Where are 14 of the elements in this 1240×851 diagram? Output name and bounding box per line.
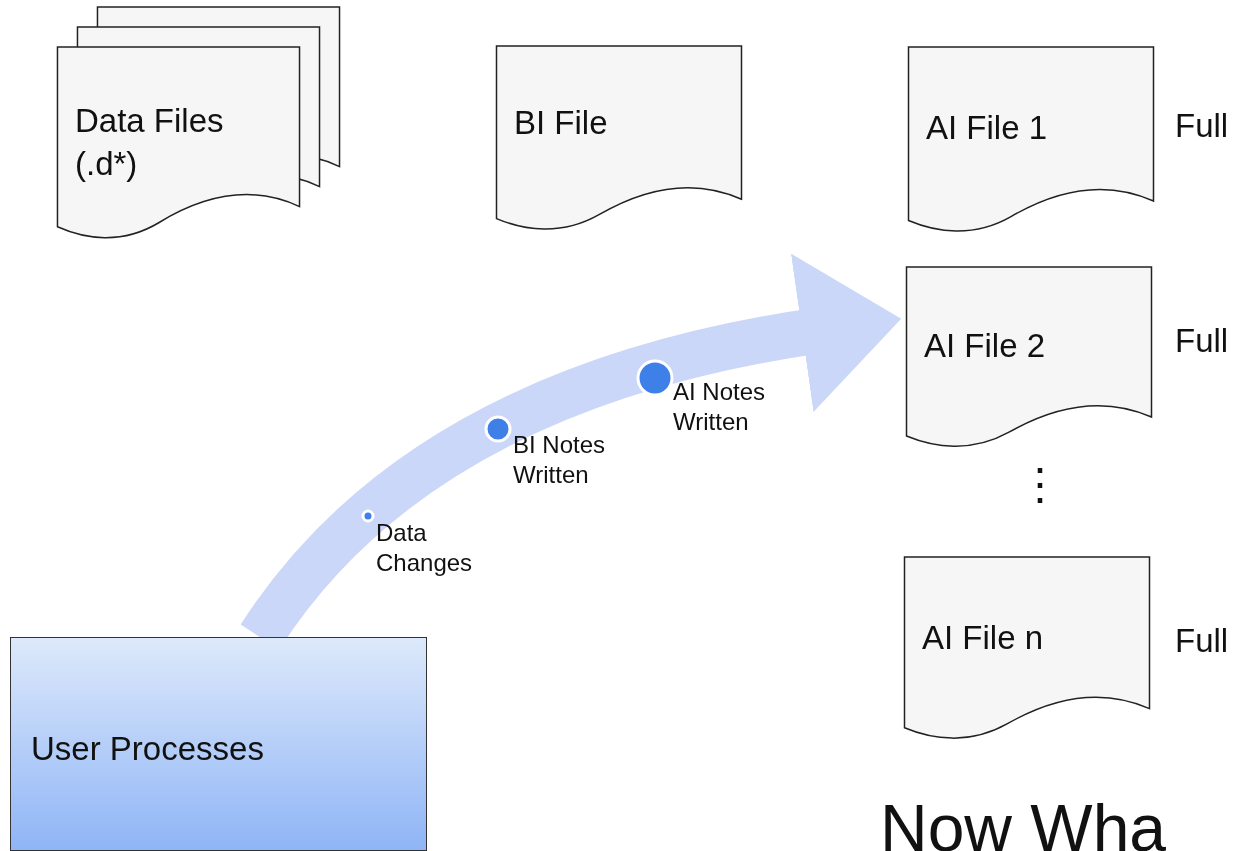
node-label: AI File n [922,618,1044,658]
node-label: AI File 1 [926,108,1048,148]
node-label: AI File 2 [924,326,1046,366]
ellipsis-mark: ⋮ [1018,462,1048,506]
step-label: Data Changes [376,518,474,578]
side-note: Full [1175,106,1229,146]
node-label: BI File [514,103,608,143]
process-box [10,637,427,851]
side-note: Full [1175,321,1229,361]
node-label: Data Files (.d*) [75,101,225,184]
side-note: Full [1175,621,1229,661]
step-label: AI Notes Written [673,377,767,437]
step-label: BI Notes Written [513,430,607,490]
node-label: User Processes [31,729,264,769]
